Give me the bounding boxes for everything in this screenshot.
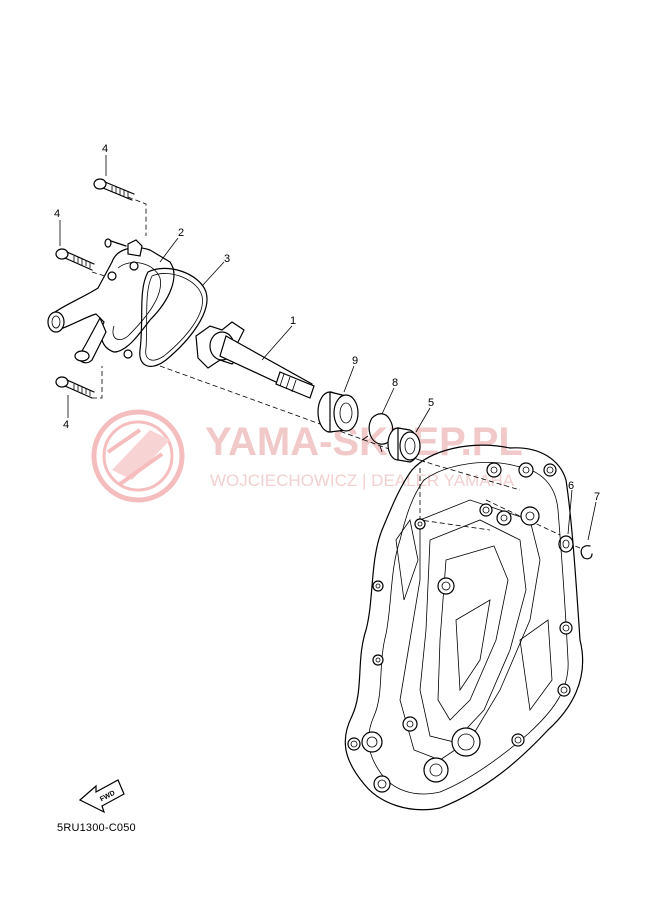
callout-6: 6: [568, 480, 574, 492]
watermark-main-text: YAMA-SKLEP.PL: [205, 420, 523, 464]
o-ring: [139, 267, 208, 367]
bolt-upper: [93, 178, 135, 201]
callout-4-middle: 4: [54, 208, 60, 220]
pump-cover: [47, 238, 175, 364]
oil-seal-5: [387, 427, 421, 463]
cover-bolt-holes: [347, 462, 573, 793]
fwd-arrow-icon: FWD: [78, 779, 125, 814]
bolt-lower: [55, 376, 95, 399]
diagram-code: 5RU1300-C050: [57, 822, 136, 834]
callout-3: 3: [224, 253, 230, 265]
watermark: YAMA-SKLEP.PL WOJCIECHOWICZ | DEALER YAM…: [91, 409, 523, 503]
assembly-leader-lines: [91, 196, 581, 549]
callout-4-lower: 4: [63, 419, 69, 431]
callout-9: 9: [352, 355, 358, 367]
clip-7: [580, 545, 593, 560]
callout-1: 1: [290, 315, 296, 327]
callout-leaders: [59, 155, 597, 541]
impeller-shaft: [195, 321, 315, 399]
crankcase-cover: [344, 444, 584, 811]
watermark-logo: [91, 409, 185, 503]
bolt-middle: [55, 248, 95, 271]
callout-2: 2: [178, 227, 184, 239]
callout-5: 5: [428, 397, 434, 409]
bearing-9: [317, 391, 359, 433]
callout-labels: 4 4 4 2 3 1 9 8 5 6 7: [54, 143, 600, 503]
callout-4-upper: 4: [102, 143, 108, 155]
watermark-sub-text: WOJCIECHOWICZ | DEALER YAMAHA: [210, 471, 515, 490]
callout-8: 8: [392, 377, 398, 389]
callout-7: 7: [594, 491, 600, 503]
washer-6: [558, 535, 574, 553]
